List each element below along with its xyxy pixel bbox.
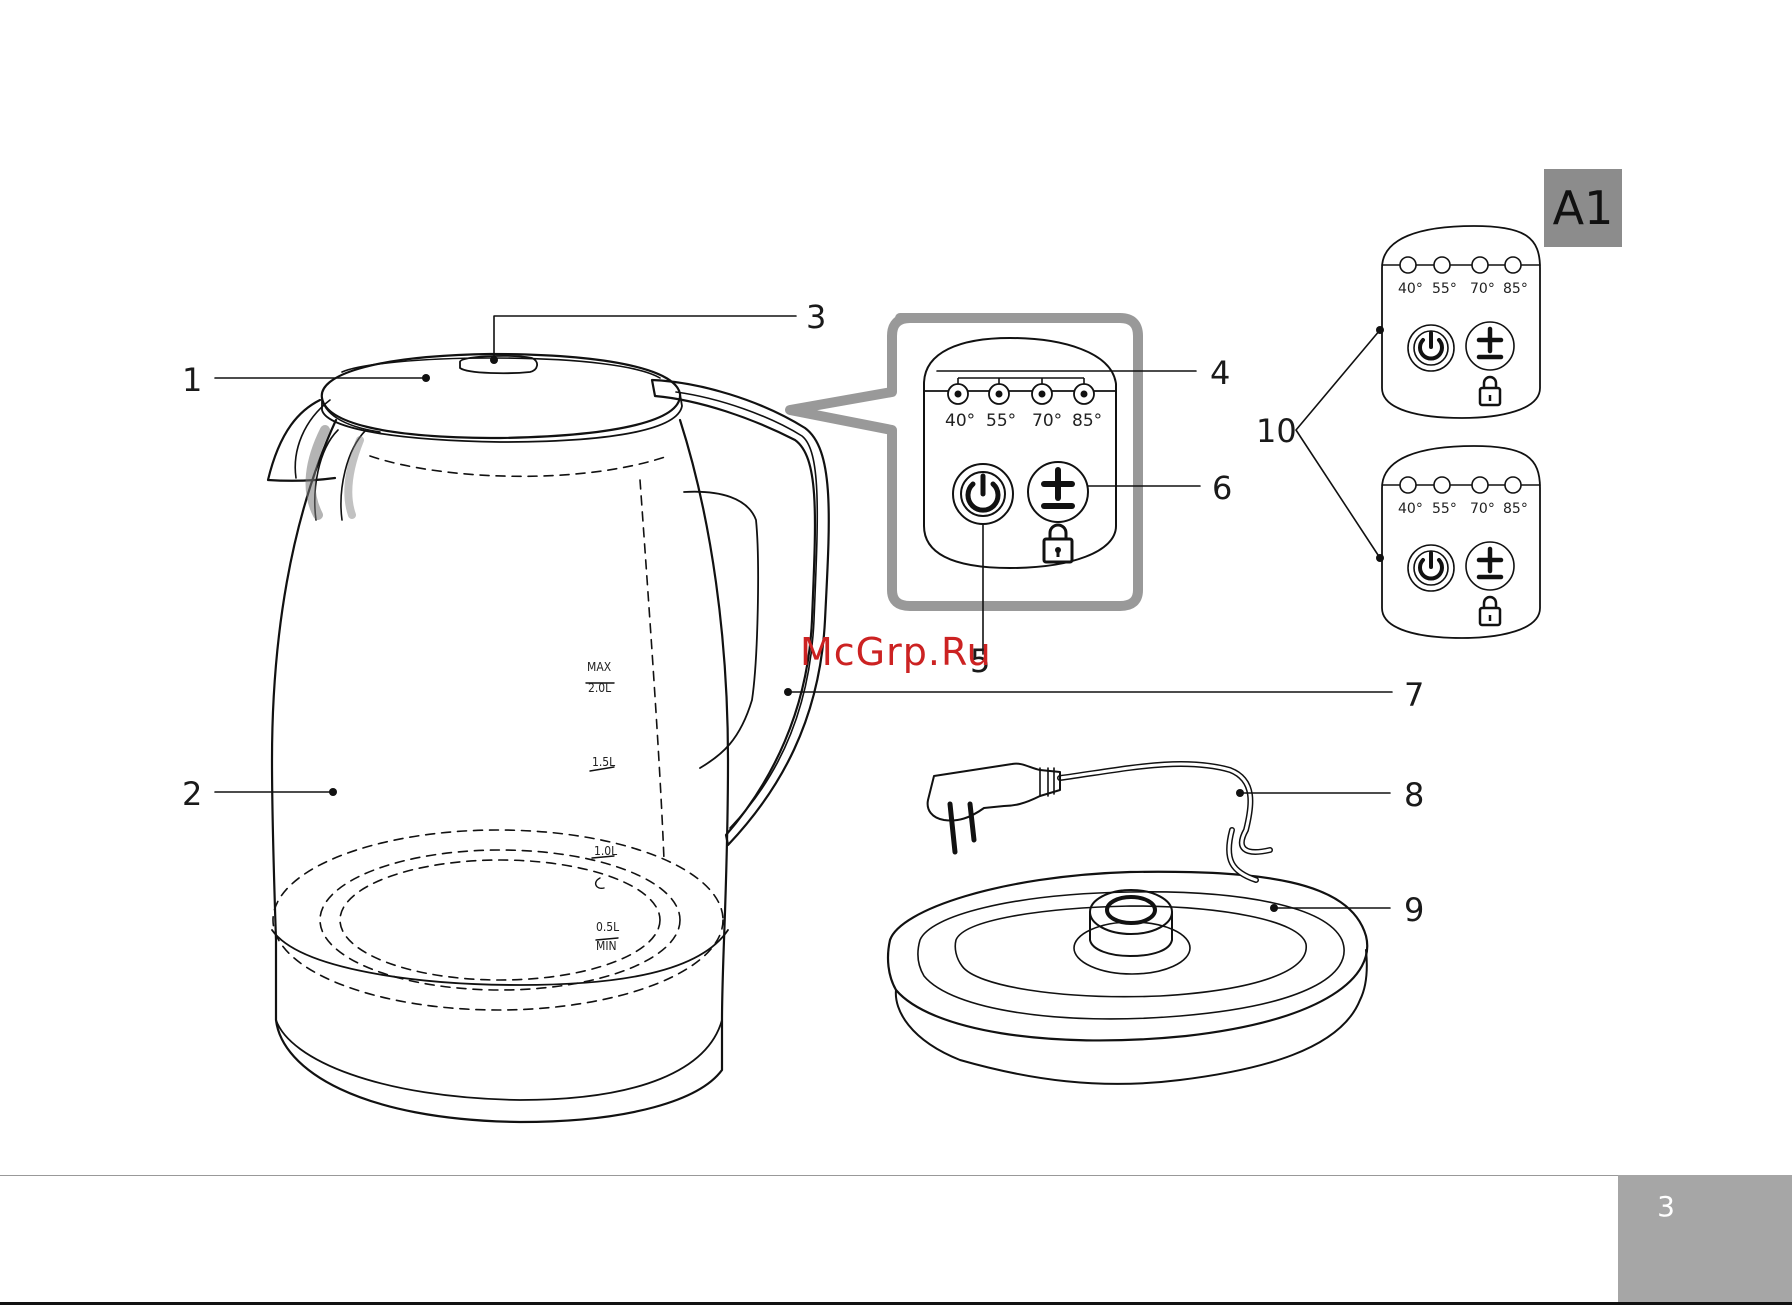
variant-bottom-temp-70: 70°	[1470, 501, 1495, 517]
variant-top-controls	[1400, 257, 1521, 405]
callout-4: 4	[1210, 354, 1230, 392]
lock-icon	[1480, 377, 1500, 405]
section-tab: A1	[1544, 169, 1622, 247]
variant-top-temp-40: 40°	[1398, 281, 1423, 297]
page-number: 3	[1618, 1190, 1714, 1223]
scale-min-top: 0.5L	[596, 920, 619, 934]
variant-bottom-temp-85: 85°	[1503, 501, 1528, 517]
callout-2: 2	[182, 775, 202, 813]
scale-min-bottom: MIN	[596, 939, 617, 953]
variant-top-temp-55: 55°	[1432, 281, 1457, 297]
power-button	[953, 464, 1013, 524]
callout-9: 9	[1404, 891, 1424, 929]
footer-divider	[0, 1175, 1620, 1176]
scale-1-0l: 1.0L	[594, 844, 617, 858]
temp-label-85: 85°	[1072, 411, 1102, 431]
callout-1: 1	[182, 361, 202, 399]
lock-icon	[1044, 525, 1072, 562]
panel-variant-bottom	[1382, 446, 1540, 638]
temp-label-70: 70°	[1032, 411, 1062, 431]
variant-bottom-controls	[1400, 477, 1521, 625]
variant-top-temp-70: 70°	[1470, 281, 1495, 297]
callout-6: 6	[1212, 469, 1232, 507]
variant-top-temp-85: 85°	[1503, 281, 1528, 297]
plus-minus-button	[1028, 462, 1088, 522]
scale-1-5l: 1.5L	[592, 755, 615, 769]
callout-3: 3	[806, 298, 826, 336]
kettle-handle	[652, 380, 829, 845]
temp-label-40: 40°	[945, 411, 975, 431]
zoom-temp-indicators	[948, 384, 1094, 404]
variant-bottom-temp-40: 40°	[1398, 501, 1423, 517]
control-panel-zoom	[790, 318, 1138, 606]
callout-8: 8	[1404, 776, 1424, 814]
temp-label-55: 55°	[986, 411, 1016, 431]
panel-variant-top	[1382, 226, 1540, 418]
callout-7: 7	[1404, 676, 1424, 714]
kettle	[268, 354, 829, 1122]
scale-max-top: MAX	[587, 660, 612, 674]
power-cord	[928, 764, 1270, 880]
callout-10: 10	[1256, 412, 1297, 450]
scale-max-bottom: 2.0L	[588, 681, 611, 695]
variant-bottom-temp-55: 55°	[1432, 501, 1457, 517]
lock-icon	[1480, 597, 1500, 625]
watermark: McGrp.Ru	[800, 630, 992, 674]
leader-dots	[329, 326, 1384, 912]
power-base	[888, 872, 1367, 1084]
